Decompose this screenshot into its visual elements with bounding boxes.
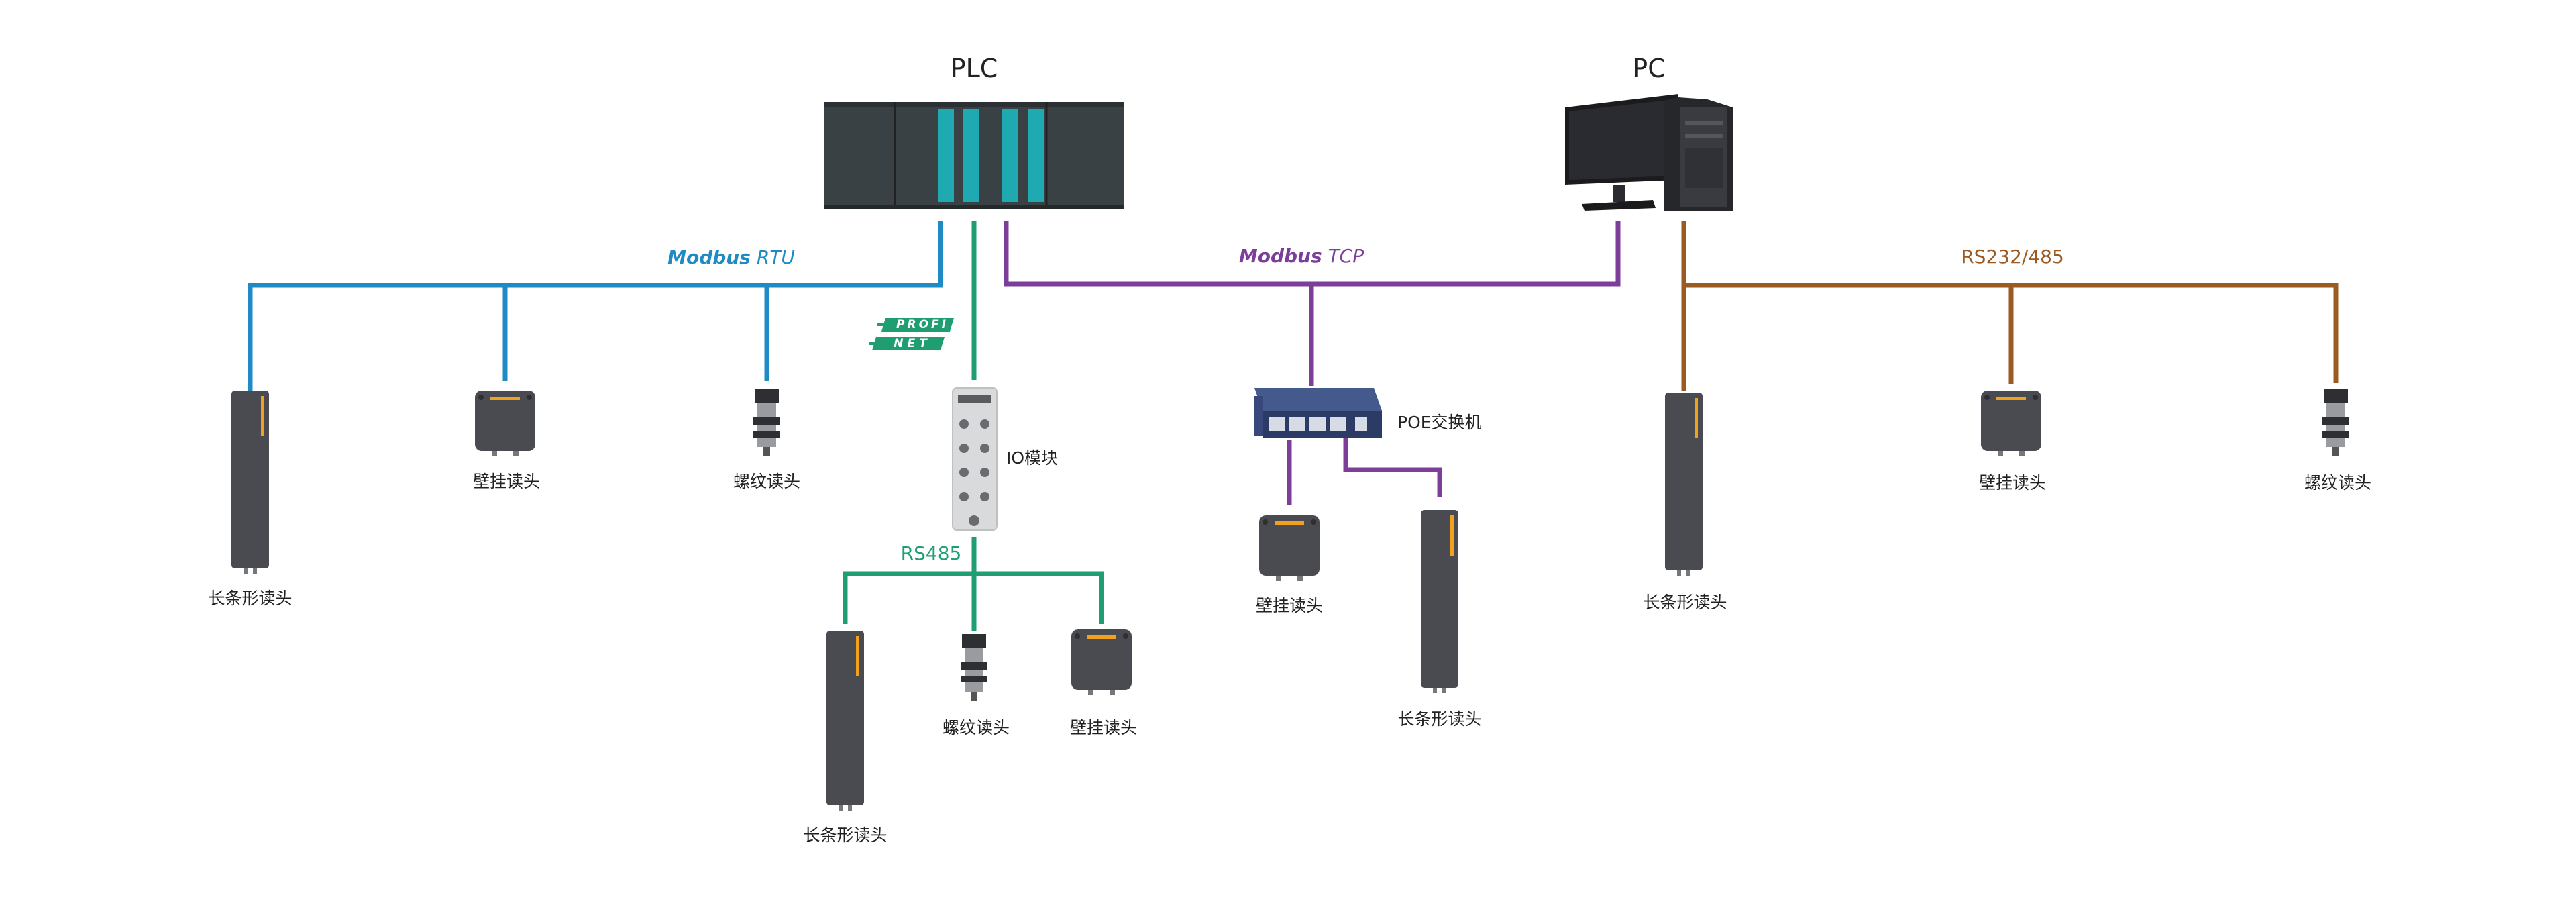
modbus-rtu-bus [248, 221, 943, 391]
profinet-logo [869, 318, 954, 350]
profinet-text-2: NET [894, 337, 931, 350]
long-reader-device [826, 631, 864, 811]
io-module-label: IO模块 [1006, 448, 1059, 468]
reader-label: 壁挂读头 [472, 472, 541, 491]
pc-title: PC [1632, 54, 1666, 83]
long-reader-device [1421, 510, 1458, 693]
long-reader-device [231, 391, 269, 574]
poe-switch-label: POE交换机 [1397, 413, 1482, 432]
reader-label: 螺纹读头 [733, 472, 801, 491]
readers-layer [231, 389, 2349, 811]
rs485-bus [843, 537, 1104, 631]
io-module-device [952, 387, 998, 531]
wall-reader-device [1981, 391, 2041, 456]
rtu-word: RTU [756, 246, 795, 268]
poe-switch-device [1254, 388, 1382, 438]
reader-label: 长条形读头 [1643, 593, 1727, 612]
modbus-tcp-label: Modbus TCP [1239, 245, 1364, 267]
reader-label: 长条形读头 [803, 825, 888, 845]
modbus-tcp-bus [1004, 221, 1621, 505]
reader-label: 壁挂读头 [1069, 718, 1138, 737]
thread-reader-device [2322, 389, 2349, 456]
wall-reader-device [1259, 515, 1320, 581]
tcp-word: TCP [1328, 245, 1364, 267]
plc-device [824, 102, 1124, 209]
rs232-485-label: RS232/485 [1961, 246, 2064, 268]
modbus-rtu-word: Modbus [667, 246, 751, 268]
reader-label: 长条形读头 [1397, 709, 1482, 729]
reader-label: 螺纹读头 [2304, 473, 2372, 493]
profinet-text-1: PROFI [896, 318, 949, 332]
modbus-tcp-word: Modbus [1238, 245, 1322, 267]
plc-title: PLC [950, 54, 998, 83]
reader-label: 壁挂读头 [1255, 596, 1324, 615]
wall-reader-device [1071, 629, 1132, 695]
reader-label: 壁挂读头 [1978, 473, 2047, 493]
wall-reader-device [475, 391, 535, 456]
rs232-485-bus [1681, 221, 2339, 391]
rs485-label: RS485 [900, 542, 962, 564]
thread-reader-device [961, 634, 987, 701]
long-reader-device [1665, 393, 1703, 576]
pc-device [1565, 94, 1733, 211]
reader-label: 长条形读头 [208, 589, 292, 608]
modbus-rtu-label: Modbus RTU [667, 246, 795, 268]
reader-label: 螺纹读头 [942, 718, 1010, 737]
thread-reader-device [753, 389, 780, 456]
